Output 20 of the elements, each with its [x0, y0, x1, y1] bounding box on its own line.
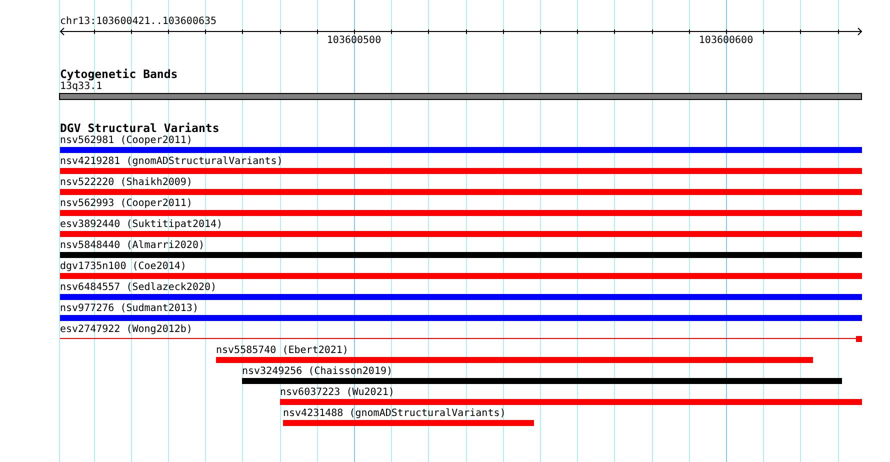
variant-label: nsv5848440 (Almarri2020)	[60, 240, 204, 251]
region-label: chr13:103600421..103600635	[60, 16, 217, 27]
coordinate-label: 103600600	[698, 35, 754, 46]
variant-label: nsv562993 (Cooper2011)	[60, 198, 192, 209]
variant-label: dgv1735n100 (Coe2014)	[60, 261, 186, 272]
variant-label: nsv4231488 (gnomADStructuralVariants)	[283, 408, 506, 419]
variant-label: esv2747922 (Wong2012b)	[60, 324, 192, 335]
variant-label: nsv977276 (Sudmant2013)	[60, 303, 198, 314]
variant-label: nsv6037223 (Wu2021)	[280, 387, 394, 398]
coordinate-label: 103600500	[326, 35, 382, 46]
variant-label: nsv4219281 (gnomADStructuralVariants)	[60, 156, 283, 167]
variant-label: esv3892440 (Suktitipat2014)	[60, 219, 223, 230]
track-title: Cytogenetic Bands	[60, 68, 178, 80]
variant-label: nsv3249256 (Chaisson2019)	[242, 366, 393, 377]
variant-label: nsv562981 (Cooper2011)	[60, 135, 192, 146]
variant-label: nsv5585740 (Ebert2021)	[216, 345, 348, 356]
band-label: 13q33.1	[60, 81, 102, 92]
track-title: DGV Structural Variants	[60, 122, 220, 134]
variant-label: nsv6484557 (Sedlazeck2020)	[60, 282, 217, 293]
variant-label: nsv522220 (Shaikh2009)	[60, 177, 192, 188]
